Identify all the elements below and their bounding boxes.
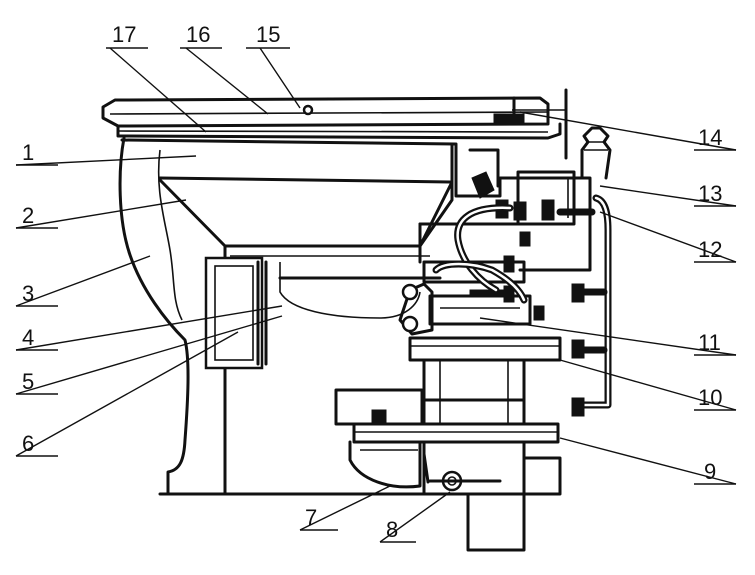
callout-11: 11: [698, 330, 721, 355]
callout-10: 10: [698, 385, 723, 410]
callout-4: 4: [22, 325, 35, 350]
callout-5: 5: [22, 369, 35, 394]
hose-nozzle: [580, 126, 612, 180]
callout-16: 16: [186, 22, 211, 47]
hoses: [432, 194, 612, 409]
callout-2: 2: [22, 203, 35, 228]
seat-ring: [116, 122, 562, 140]
toilet-lid: [101, 96, 550, 128]
callout-6: 6: [22, 431, 35, 456]
callout-14: 14: [698, 125, 723, 150]
callout-13: 13: [698, 181, 723, 206]
pump-column: [352, 336, 562, 552]
callout-9: 9: [704, 459, 717, 484]
hose-nuts: [571, 283, 585, 417]
callout-7: 7: [305, 505, 318, 530]
callout-1: 1: [22, 140, 35, 165]
callout-17: 17: [112, 22, 137, 47]
callout-8: 8: [386, 517, 399, 542]
base-motor: [158, 388, 502, 496]
leader-lines: [15, 47, 737, 543]
callout-3: 3: [22, 281, 35, 306]
bowl-body: [118, 136, 457, 496]
callout-15: 15: [256, 22, 281, 47]
callout-12: 12: [698, 237, 723, 262]
